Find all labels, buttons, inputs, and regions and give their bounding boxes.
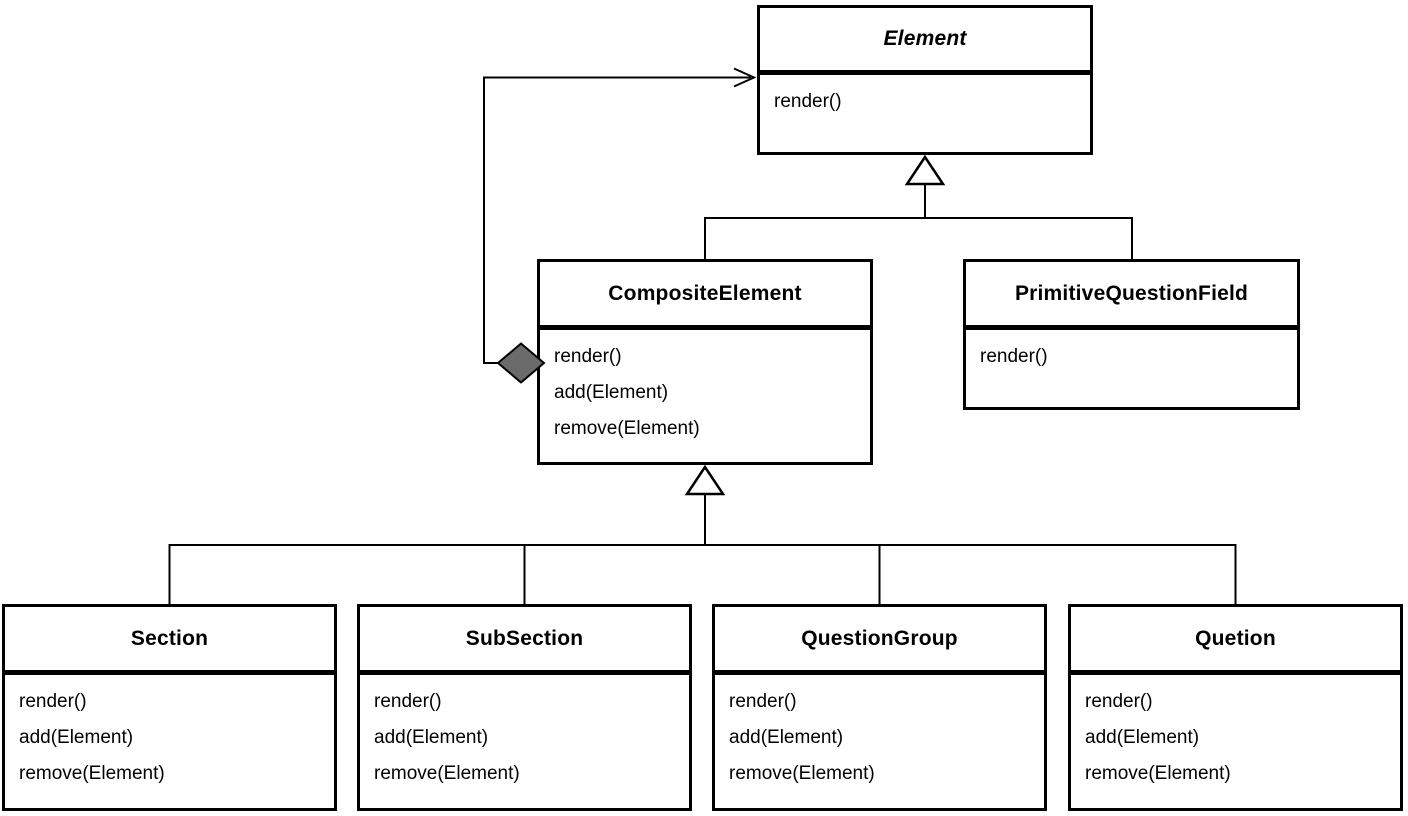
method-item: render() bbox=[774, 91, 842, 112]
class-title-quetion: Quetion bbox=[1071, 607, 1400, 675]
class-methods-element: render() bbox=[760, 75, 1090, 129]
method-item: render() bbox=[19, 691, 87, 712]
class-title-subsection: SubSection bbox=[360, 607, 689, 675]
class-title-question-group: QuestionGroup bbox=[715, 607, 1044, 675]
method-item: render() bbox=[1085, 691, 1153, 712]
generalization-triangle-icon bbox=[904, 154, 946, 186]
method-item: remove(Element) bbox=[554, 418, 700, 439]
method-item: add(Element) bbox=[374, 727, 489, 748]
class-methods-composite-element: render() add(Element) remove(Element) bbox=[540, 330, 870, 456]
generalization-branch-line-bottom bbox=[168, 544, 1237, 604]
class-methods-quetion: render() add(Element) remove(Element) bbox=[1071, 675, 1400, 801]
method-item: render() bbox=[554, 346, 622, 367]
method-item: add(Element) bbox=[554, 382, 669, 403]
class-box-primitive-question-field: PrimitiveQuestionField render() bbox=[963, 259, 1300, 410]
method-item: add(Element) bbox=[19, 727, 134, 748]
class-title-primitive-question-field: PrimitiveQuestionField bbox=[966, 262, 1297, 330]
method-item: remove(Element) bbox=[19, 763, 165, 784]
method-item: remove(Element) bbox=[374, 763, 520, 784]
open-arrowhead-icon bbox=[733, 67, 757, 88]
method-item: render() bbox=[980, 346, 1048, 367]
class-title-element: Element bbox=[760, 8, 1090, 75]
method-item: remove(Element) bbox=[729, 763, 875, 784]
method-item: add(Element) bbox=[729, 727, 844, 748]
class-methods-primitive-question-field: render() bbox=[966, 330, 1297, 384]
class-title-composite-element: CompositeElement bbox=[540, 262, 870, 330]
class-methods-section: render() add(Element) remove(Element) bbox=[5, 675, 334, 801]
generalization-branch-line-top bbox=[704, 217, 1133, 259]
class-box-composite-element: CompositeElement render() add(Element) r… bbox=[537, 259, 873, 465]
class-box-element: Element render() bbox=[757, 5, 1093, 155]
method-item: add(Element) bbox=[1085, 727, 1200, 748]
method-item: render() bbox=[729, 691, 797, 712]
class-box-quetion: Quetion render() add(Element) remove(Ele… bbox=[1068, 604, 1403, 811]
class-title-section: Section bbox=[5, 607, 334, 675]
generalization-triangle-icon bbox=[684, 464, 726, 496]
class-methods-question-group: render() add(Element) remove(Element) bbox=[715, 675, 1044, 801]
class-methods-subsection: render() add(Element) remove(Element) bbox=[360, 675, 689, 801]
class-box-subsection: SubSection render() add(Element) remove(… bbox=[357, 604, 692, 811]
class-box-question-group: QuestionGroup render() add(Element) remo… bbox=[712, 604, 1047, 811]
class-box-section: Section render() add(Element) remove(Ele… bbox=[2, 604, 337, 811]
method-item: render() bbox=[374, 691, 442, 712]
method-item: remove(Element) bbox=[1085, 763, 1231, 784]
